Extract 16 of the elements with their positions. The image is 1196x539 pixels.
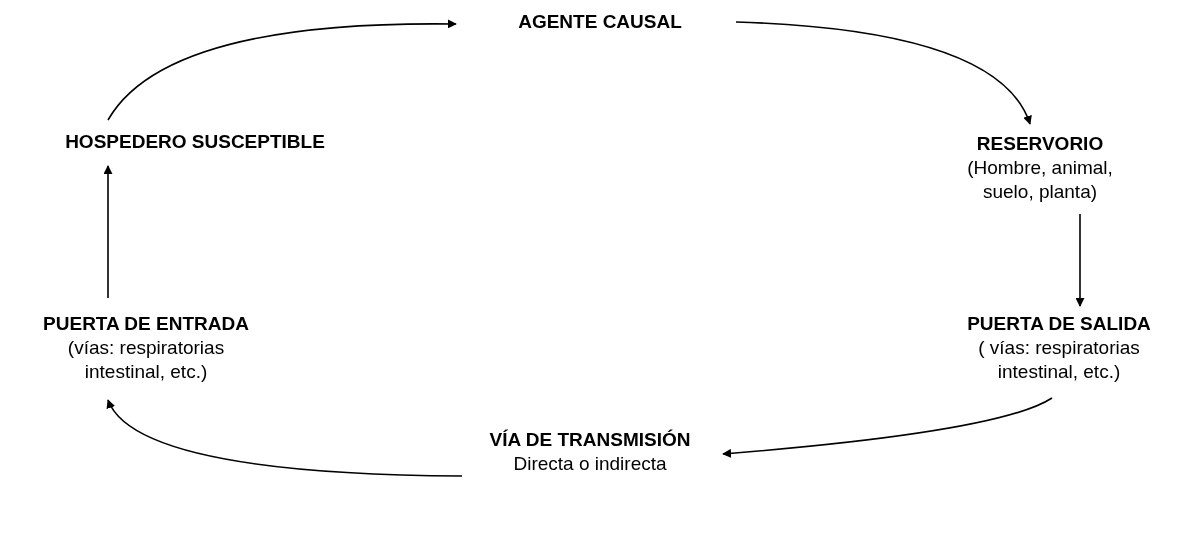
stage-title: VÍA DE TRANSMISIÓN [488, 428, 692, 452]
stage-title: AGENTE CAUSAL [517, 10, 683, 34]
stage-title: HOSPEDERO SUSCEPTIBLE [64, 130, 326, 154]
stage-title: PUERTA DE SALIDA [966, 312, 1152, 336]
stage-title: RESERVORIO [975, 132, 1105, 156]
stage-description: (Hombre, animal, suelo, planta) [966, 156, 1114, 204]
arrow [107, 399, 463, 477]
arrow [107, 19, 457, 121]
arrow [1075, 213, 1085, 307]
stage-description: (vías: respiratorias intestinal, etc.) [66, 336, 226, 384]
stage-description: Directa o indirecta [512, 452, 668, 476]
arrow [103, 165, 113, 299]
stage-title: PUERTA DE ENTRADA [42, 312, 250, 336]
arrow [735, 21, 1031, 125]
stage-description: ( vías: respiratorias intestinal, etc.) [977, 336, 1141, 384]
arrow [722, 397, 1053, 458]
